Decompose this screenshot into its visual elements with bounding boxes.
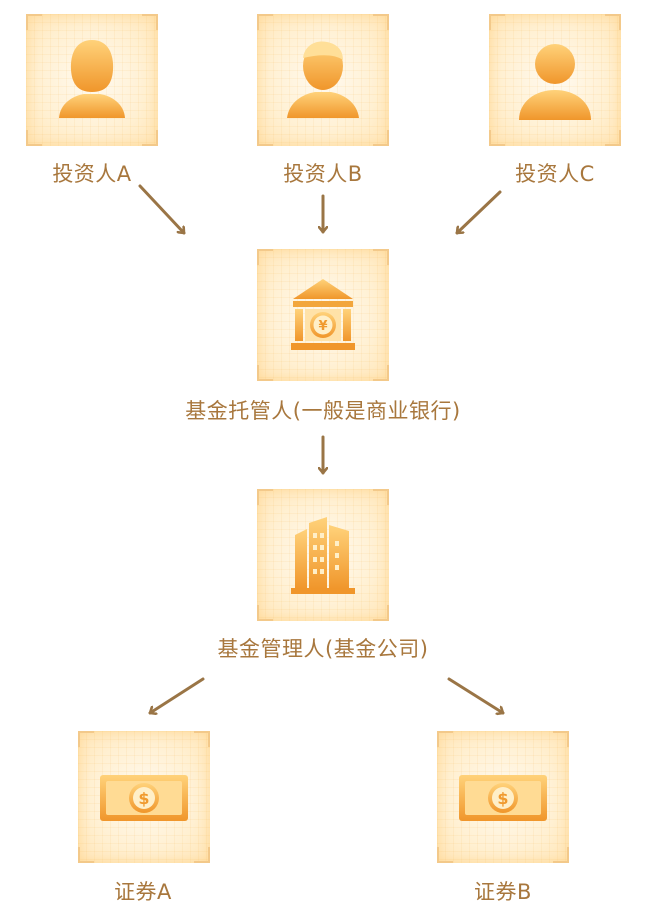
- person-male-icon: [287, 41, 359, 118]
- manager-tile: [257, 489, 389, 621]
- investor-c-tile: [489, 14, 621, 146]
- bank-yuan-icon: ¥: [291, 279, 355, 350]
- arrow-investor-c-to-custodian: [455, 190, 502, 235]
- security-a-tile: $: [78, 731, 210, 863]
- arrow-investor-a-to-custodian: [138, 184, 186, 235]
- investor-c-label: 投资人C: [515, 162, 595, 186]
- person-female-icon: [59, 40, 125, 118]
- investor-a-label: 投资人A: [52, 162, 132, 186]
- person-generic-icon: [519, 44, 591, 120]
- custodian-label: 基金托管人(一般是商业银行): [185, 399, 461, 423]
- manager-label: 基金管理人(基金公司): [217, 637, 429, 661]
- svg-text:$: $: [497, 789, 508, 808]
- dollar-banknote-icon: $: [100, 775, 188, 821]
- arrow-manager-to-security-b: [447, 677, 505, 713]
- office-building-icon: [291, 517, 355, 594]
- svg-text:$: $: [138, 789, 149, 808]
- security-b-tile: $: [437, 731, 569, 863]
- investor-b-label: 投资人B: [283, 162, 363, 186]
- investor-a-tile: [26, 14, 158, 146]
- security-a-label: 证券A: [114, 880, 172, 904]
- security-b-label: 证券B: [474, 880, 532, 904]
- arrow-manager-to-security-a: [148, 677, 205, 713]
- dollar-banknote-icon: $: [459, 775, 547, 821]
- custodian-tile: ¥: [257, 249, 389, 381]
- svg-text:¥: ¥: [318, 319, 327, 334]
- investor-b-tile: [257, 14, 389, 146]
